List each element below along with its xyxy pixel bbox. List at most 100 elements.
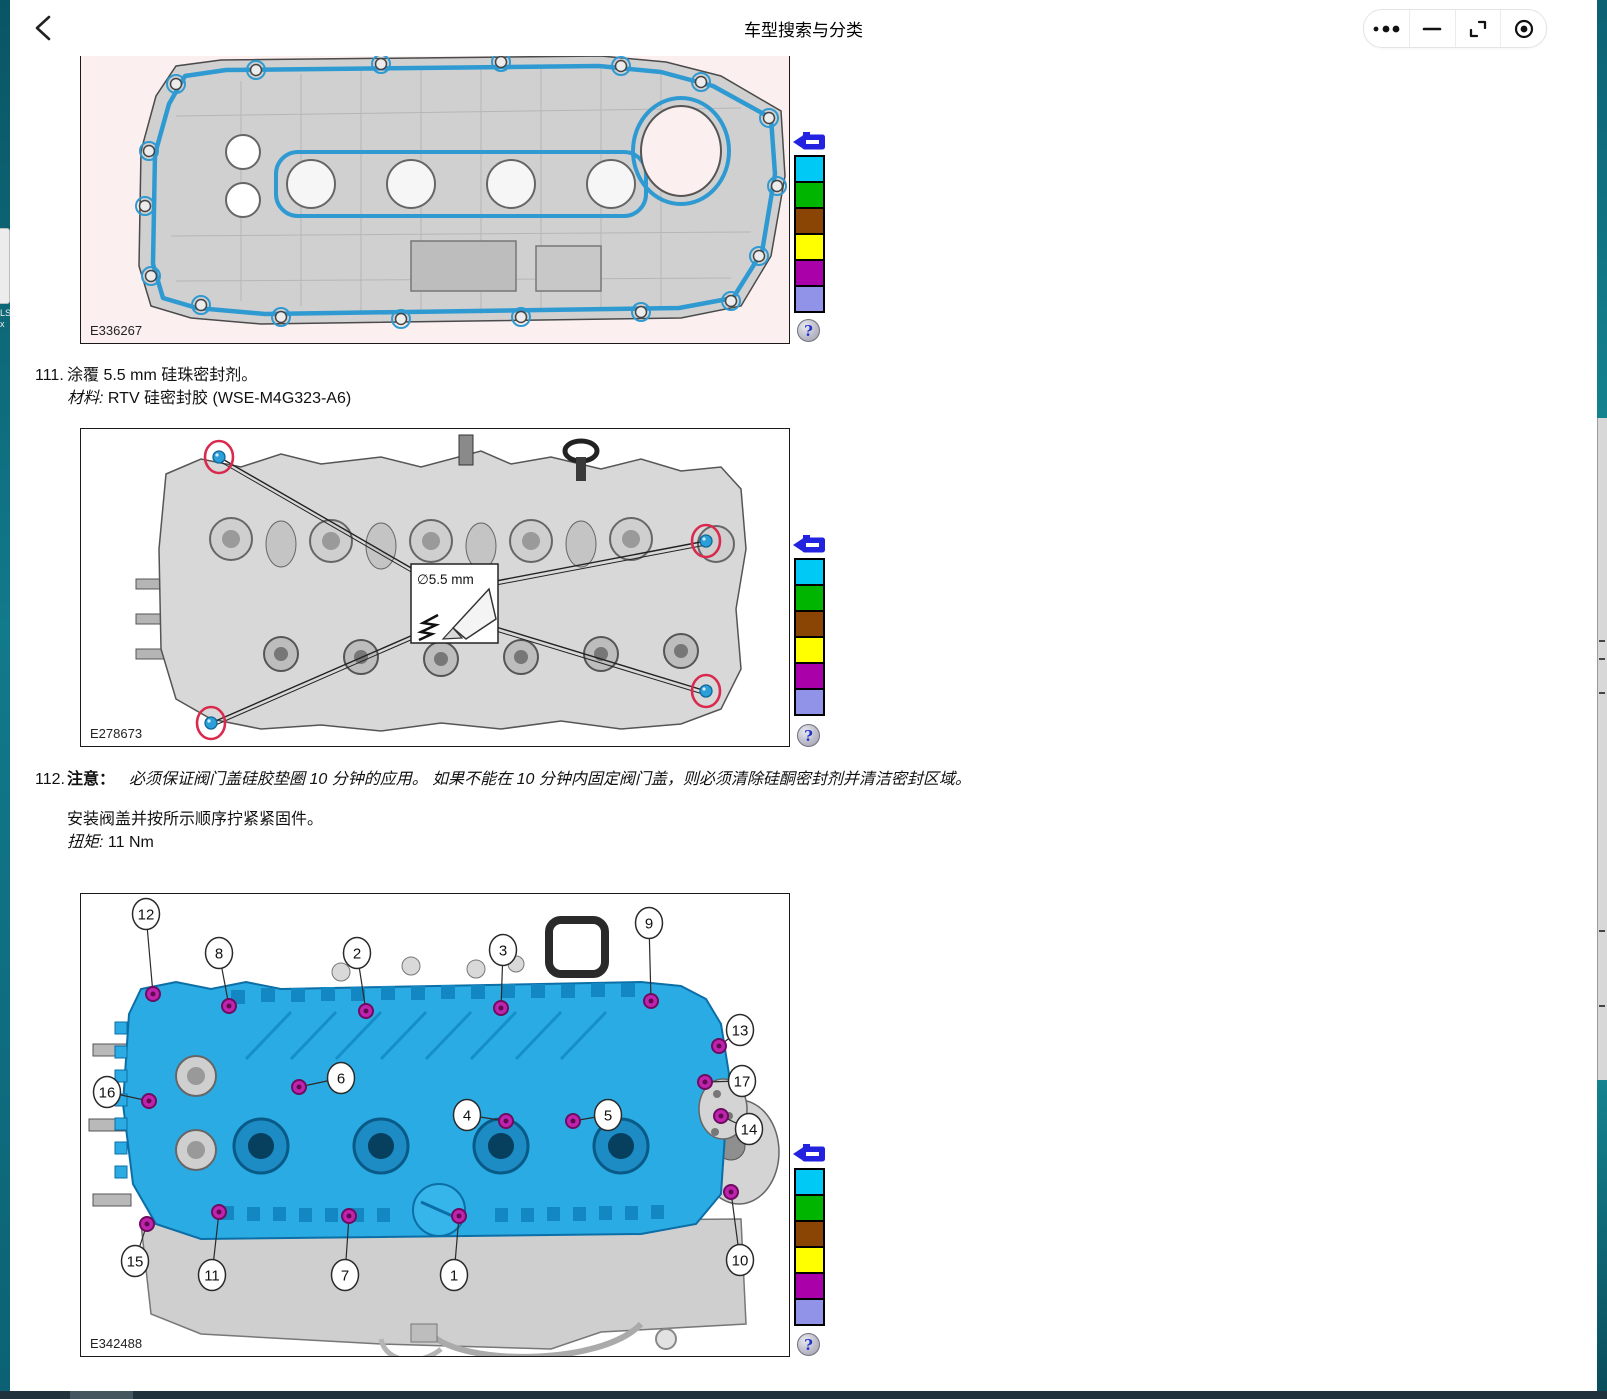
- layer-color-swatch[interactable]: [794, 1272, 825, 1300]
- fullscreen-button[interactable]: [1454, 10, 1501, 47]
- sliver-mark: [1599, 658, 1605, 660]
- torque-callout-number: 17: [734, 1073, 751, 1090]
- sealant-leader-line: [218, 456, 414, 570]
- torque-callout-number: 4: [463, 1107, 471, 1124]
- sealant-dollop-highlight: [215, 453, 219, 457]
- layer-color-swatch[interactable]: [794, 1168, 825, 1196]
- video-camera-icon[interactable]: [793, 1144, 827, 1164]
- layer-color-swatch[interactable]: [794, 259, 825, 287]
- sealant-leader-line: [210, 638, 414, 728]
- torque-callout-number: 10: [732, 1252, 749, 1269]
- taskbar-active-segment[interactable]: [70, 1391, 133, 1399]
- layer-color-swatch[interactable]: [794, 558, 825, 586]
- torque-callout-number: 6: [337, 1070, 345, 1087]
- torque-bolt-center: [226, 1003, 232, 1009]
- figure-label: E342488: [90, 1336, 143, 1351]
- torque-callout-number: 9: [645, 915, 653, 932]
- torque-bolt-center: [216, 1209, 222, 1215]
- torque-bolt-center: [716, 1043, 722, 1049]
- layer-color-swatch[interactable]: [794, 1220, 825, 1248]
- torque-callout-circle: [120, 1244, 150, 1278]
- sealant-leader-line: [495, 544, 707, 586]
- layer-color-swatch[interactable]: [794, 610, 825, 638]
- app-window: 车型搜索与分类: [10, 0, 1597, 1391]
- layer-color-swatch[interactable]: [794, 1246, 825, 1274]
- layer-color-swatch[interactable]: [794, 207, 825, 235]
- help-icon[interactable]: ?: [797, 724, 820, 747]
- titlebar: 车型搜索与分类: [10, 0, 1597, 56]
- torque-bolt-center: [702, 1079, 708, 1085]
- layer-color-swatch[interactable]: [794, 636, 825, 664]
- torque-callout-number: 2: [353, 945, 361, 962]
- layer-color-swatch[interactable]: [794, 662, 825, 690]
- torque-callout-number: 11: [204, 1267, 220, 1284]
- layer-color-swatch[interactable]: [794, 181, 825, 209]
- layer-color-swatch[interactable]: [794, 285, 825, 313]
- layer-color-swatch[interactable]: [794, 584, 825, 612]
- sealant-dollop-highlight: [207, 719, 211, 723]
- layer-swatch-column: [794, 155, 825, 313]
- back-button[interactable]: [24, 8, 64, 48]
- torque-bolt-center: [728, 1189, 734, 1195]
- torque-bolt-center: [146, 1098, 152, 1104]
- step-112-install: 安装阀盖并按所示顺序拧紧紧固件。: [67, 811, 324, 828]
- valve-cover-underside-drawing: [135, 56, 787, 329]
- sealant-dollop: [699, 684, 713, 698]
- sealant-leader-line: [218, 460, 414, 574]
- torque-bolt-center: [718, 1113, 724, 1119]
- torque-callout-number: 5: [604, 1107, 612, 1124]
- desktop-file-icon[interactable]: [0, 228, 10, 304]
- layer-color-swatch[interactable]: [794, 688, 825, 716]
- step-112-torque: 扭矩: 11 Nm: [67, 834, 154, 851]
- figure-label: E278673: [90, 726, 143, 741]
- torque-callout-circle: [326, 1061, 356, 1095]
- torque-callout-circle: [734, 1112, 764, 1146]
- sliver-mark: [1599, 640, 1605, 642]
- sealant-leader-line: [495, 630, 707, 696]
- layer-color-swatch[interactable]: [794, 1194, 825, 1222]
- torque-callout-circle: [593, 1098, 623, 1132]
- sealant-point-highlight: [690, 673, 722, 709]
- help-icon[interactable]: ?: [797, 319, 820, 342]
- taskbar[interactable]: [0, 1391, 1607, 1399]
- torque-bolt-center: [150, 991, 156, 997]
- video-camera-icon[interactable]: [793, 535, 827, 555]
- sealant-leader-line: [495, 540, 707, 582]
- sealant-leader-line: [495, 626, 707, 692]
- sealant-dollop-highlight: [702, 687, 706, 691]
- torque-callout-circle: [342, 936, 372, 970]
- step-number: 111.: [35, 367, 64, 384]
- torque-callout-circle: [452, 1098, 482, 1132]
- record-dot-icon: [1514, 19, 1533, 38]
- torque-callout-circle: [725, 1013, 755, 1047]
- step-112-notice: 注意：必须保证阀门盖硅胶垫圈 10 分钟的应用。 如果不能在 10 分钟内固定阀…: [67, 771, 971, 788]
- torque-callout-number: 13: [732, 1022, 749, 1039]
- torque-callout-number: 12: [138, 906, 155, 923]
- torque-bolt-center: [363, 1008, 369, 1014]
- background-window-sliver: [1597, 418, 1607, 1080]
- video-camera-icon[interactable]: [793, 132, 827, 152]
- close-target-button[interactable]: [1500, 10, 1546, 47]
- sliver-mark: [1599, 1005, 1605, 1007]
- torque-callout-number: 16: [99, 1084, 116, 1101]
- torque-bolt-center: [503, 1118, 509, 1124]
- sealant-point-highlight: [195, 705, 227, 741]
- torque-callout-circle: [92, 1075, 122, 1109]
- layer-color-swatch[interactable]: [794, 233, 825, 261]
- more-menu-button[interactable]: [1364, 10, 1409, 47]
- figure-cylinder-head-sealant[interactable]: ∅5.5 mm E278673: [80, 428, 790, 747]
- layer-color-swatch[interactable]: [794, 1298, 825, 1326]
- help-icon[interactable]: ?: [797, 1333, 820, 1356]
- torque-callout-number: 1: [450, 1267, 458, 1284]
- layer-color-swatch[interactable]: [794, 155, 825, 183]
- torque-callout-circle: [727, 1064, 757, 1098]
- torque-callout-circle: [131, 897, 161, 931]
- torque-callout-circle: [204, 936, 234, 970]
- sealant-point-highlight: [690, 523, 722, 559]
- minimize-button[interactable]: [1408, 10, 1455, 47]
- figure-valve-cover-underside[interactable]: E336267: [80, 56, 790, 344]
- minus-icon: [1422, 27, 1442, 30]
- torque-callout-number: 14: [741, 1121, 758, 1138]
